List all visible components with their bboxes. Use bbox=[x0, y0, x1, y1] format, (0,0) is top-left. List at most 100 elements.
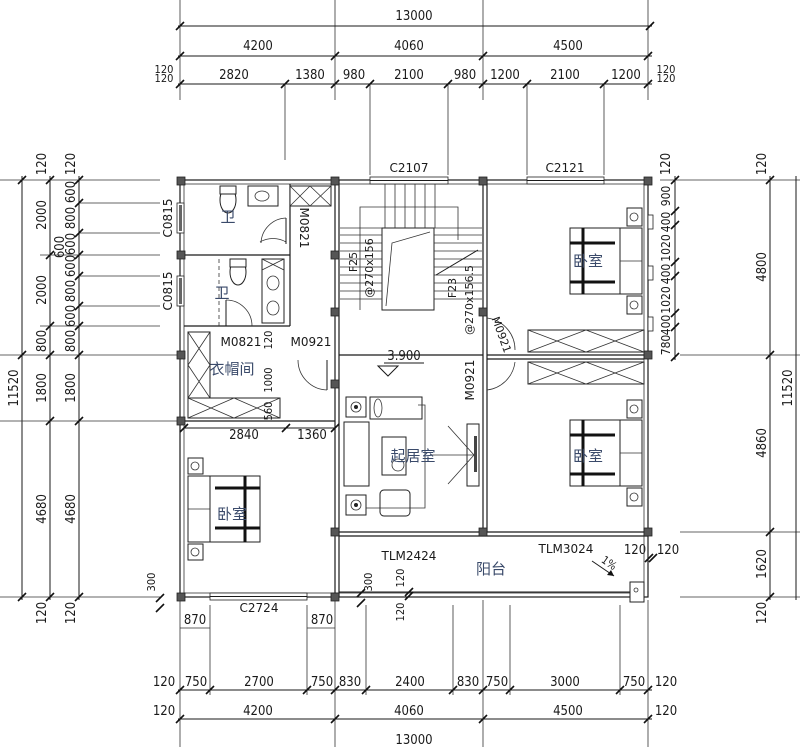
bathroom-upper: 卫 bbox=[219, 185, 279, 226]
stair-right-steps: F23 bbox=[446, 278, 459, 298]
dim-top-detail-4: 2100 bbox=[394, 68, 424, 83]
dim-bottom-edge-right-1: 120 bbox=[655, 675, 677, 690]
dim-left-bay-6: 4680 bbox=[35, 494, 50, 524]
bedroom-sw: 卧室 bbox=[187, 457, 261, 561]
dim-left-detail-7: 800 bbox=[64, 330, 79, 352]
dim-right-detail-7: 780 bbox=[659, 335, 673, 356]
room-label-bedroom-se: 卧室 bbox=[573, 447, 603, 465]
dim-top-edge-right-2: 120 bbox=[657, 72, 676, 85]
room-label-balcony: 阳台 bbox=[476, 560, 506, 578]
dim-top-detail-2: 1380 bbox=[295, 68, 325, 83]
dim-left-edge-top-1: 120 bbox=[35, 153, 50, 175]
dim-left-detail-1: 600 bbox=[64, 181, 79, 203]
structural-columns bbox=[176, 176, 653, 602]
dim-balcony-sill: 300 bbox=[362, 573, 375, 592]
room-label-living: 起居室 bbox=[390, 447, 435, 465]
dim-bottom-bay-1: 4200 bbox=[243, 704, 273, 719]
dim-left-bay-4: 800 bbox=[35, 330, 50, 352]
dim-bottom-edge-left-2: 120 bbox=[153, 704, 175, 719]
dim-corridor-width: 1360 bbox=[297, 428, 327, 443]
dim-top-edge-right-1: 120 bbox=[657, 63, 676, 76]
door-label-m0821-lower: M0821 bbox=[221, 335, 262, 349]
elevation-marker-icon bbox=[376, 365, 400, 377]
door-label-m0921-corridor: M0921 bbox=[291, 335, 332, 349]
sliding-door-tlm3024: TLM3024 bbox=[538, 542, 594, 556]
dim-left-detail-9: 4680 bbox=[64, 494, 79, 524]
window-label-c0815-upper: C0815 bbox=[161, 199, 175, 238]
slope-label: 1% bbox=[599, 553, 619, 573]
room-label-cloakroom: 衣帽间 bbox=[209, 360, 254, 378]
dim-right-balcony-wall-2: 120 bbox=[657, 543, 679, 558]
dim-pier-left: 870 bbox=[184, 613, 206, 628]
top-dimensions: 13000 4200 4060 4500 2820 1380 980 2100 … bbox=[155, 0, 676, 175]
stair-left-spec: @270x156 bbox=[363, 238, 376, 298]
dim-right-balcony-wall-1: 120 bbox=[624, 543, 646, 558]
dim-right-edge-bottom: 120 bbox=[755, 602, 770, 624]
level-elevation: 3.900 bbox=[387, 349, 420, 364]
dim-top-edge-left-2: 120 bbox=[155, 72, 174, 85]
room-label-bedroom-ne: 卧室 bbox=[573, 252, 603, 270]
room-label-bath-upper: 卫 bbox=[220, 208, 235, 226]
dim-bottom-edge-left-1: 120 bbox=[153, 675, 175, 690]
living-room: 3.900 起居室 bbox=[343, 349, 480, 517]
dim-balcony-wall-1: 120 bbox=[394, 569, 407, 588]
dim-right-bay-2: 4860 bbox=[755, 428, 770, 458]
dim-left-sill: 300 bbox=[145, 573, 158, 592]
dim-bottom-bay-3: 4500 bbox=[553, 704, 583, 719]
dim-top-detail-3: 980 bbox=[343, 68, 365, 83]
dim-right-bay-3: 1620 bbox=[755, 549, 770, 579]
dim-top-detail-6: 1200 bbox=[490, 68, 520, 83]
dim-top-detail-7: 2100 bbox=[550, 68, 580, 83]
stair-treads bbox=[340, 184, 482, 300]
dim-left-edge-bottom-1: 120 bbox=[35, 602, 50, 624]
dim-left-bay-2: 600 bbox=[53, 236, 68, 258]
left-dimensions: 2000 600 2000 800 1800 4680 600 800 600 … bbox=[0, 153, 180, 624]
dim-top-detail-1: 2820 bbox=[219, 68, 249, 83]
dim-right-detail-4: 400 bbox=[659, 264, 673, 285]
dim-left-bay-1: 2000 bbox=[35, 200, 50, 230]
dim-cloak-2: 1000 bbox=[262, 367, 275, 392]
dim-left-detail-5: 800 bbox=[64, 280, 79, 302]
cloakroom: 衣帽间 1000 560 2840 1360 bbox=[179, 331, 340, 443]
dim-top-detail-5: 980 bbox=[454, 68, 476, 83]
dim-balcony-wall-2: 120 bbox=[394, 603, 407, 622]
dim-top-bay-2: 4060 bbox=[394, 39, 424, 54]
left-dim-texts: 2000 600 2000 800 1800 4680 600 800 600 … bbox=[7, 153, 158, 624]
dim-left-edge-bottom-2: 120 bbox=[64, 602, 79, 624]
dim-left-bay-5: 1800 bbox=[35, 373, 50, 403]
dim-left-overall: 11520 bbox=[7, 369, 22, 406]
dim-right-bay-1: 4800 bbox=[755, 252, 770, 282]
door-label-m0921-bedroom: M0921 bbox=[489, 315, 514, 355]
dim-bottom-edge-right-2: 120 bbox=[655, 704, 677, 719]
bedroom-se: 卧室 bbox=[527, 361, 645, 507]
doors: M0821 M0821 120 M0921 M0921 M0921 bbox=[221, 208, 516, 401]
dim-bottom-detail-5: 2400 bbox=[395, 675, 425, 690]
dim-bottom-detail-2: 2700 bbox=[244, 675, 274, 690]
dim-top-bay-1: 4200 bbox=[243, 39, 273, 54]
window-label-c0815-lower: C0815 bbox=[161, 272, 175, 311]
dim-bottom-detail-7: 750 bbox=[486, 675, 508, 690]
dim-left-edge-top-2: 120 bbox=[64, 153, 79, 175]
duct-shaft bbox=[289, 185, 332, 207]
dim-bottom-detail-9: 750 bbox=[623, 675, 645, 690]
dim-right-detail-3: 1020 bbox=[659, 234, 673, 262]
window-label-c2121: C2121 bbox=[546, 161, 585, 175]
dim-left-bay-3: 2000 bbox=[35, 275, 50, 305]
dim-right-detail-1: 900 bbox=[659, 186, 673, 207]
door-label-m0921-living: M0921 bbox=[463, 360, 477, 401]
dim-bottom-detail-3: 750 bbox=[311, 675, 333, 690]
window-label-c2107: C2107 bbox=[390, 161, 429, 175]
windows: C2107 C2121 C0815 C0815 C2724 bbox=[161, 161, 654, 615]
dim-bottom-detail-8: 3000 bbox=[550, 675, 580, 690]
room-label-bedroom-sw: 卧室 bbox=[217, 505, 247, 523]
stair-right-spec: @270x156.5 bbox=[463, 265, 476, 335]
bathroom-lower: 卫 bbox=[214, 258, 285, 326]
stair: F25 @270x156 F23 @270x156.5 bbox=[340, 184, 482, 335]
dim-cloak-1: 120 bbox=[262, 331, 275, 350]
bottom-dimensions: 750 2700 750 830 2400 830 750 3000 750 4… bbox=[153, 600, 677, 747]
door-label-m0821-upper: M0821 bbox=[297, 208, 311, 249]
dim-left-detail-2: 800 bbox=[64, 207, 79, 229]
dim-bottom-bay-2: 4060 bbox=[394, 704, 424, 719]
dim-right-edge-top-1: 120 bbox=[659, 153, 674, 175]
dim-bottom-detail-4: 830 bbox=[339, 675, 361, 690]
